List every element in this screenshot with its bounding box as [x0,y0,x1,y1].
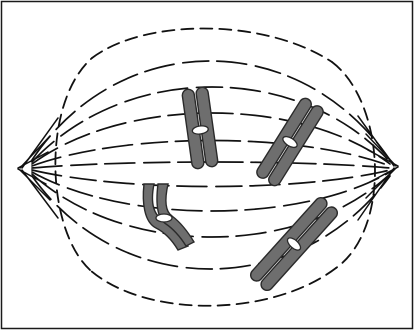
centromere-2 [282,135,298,149]
chromosome-2 [256,97,324,187]
chromosome-4 [249,196,339,292]
centromere-3 [155,213,173,223]
chromosome-1 [181,86,219,170]
centromere-4 [286,237,302,251]
chromosome-3 [142,183,195,251]
centromere-1 [191,125,209,135]
left-pole-aster [17,117,59,219]
right-pole-aster [357,115,399,221]
nuclear-envelope [54,27,376,307]
spindle-fibers [31,60,391,270]
